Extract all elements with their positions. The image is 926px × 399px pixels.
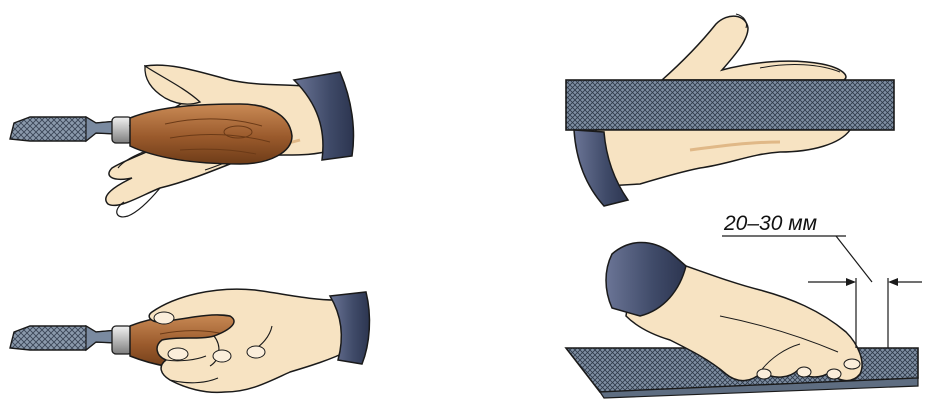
hand-palm bbox=[595, 130, 850, 186]
figure-top-right bbox=[566, 14, 894, 206]
file-handle bbox=[130, 104, 292, 164]
hand-gripping bbox=[149, 289, 350, 392]
file-ferrule bbox=[112, 117, 132, 143]
hand-fingers bbox=[662, 16, 846, 80]
file-body bbox=[566, 80, 894, 130]
figure-bottom-right: 20–30 мм bbox=[566, 212, 922, 398]
figure-top-left bbox=[10, 65, 354, 217]
figure-bottom-left bbox=[10, 289, 369, 392]
dimension-label: 20–30 мм bbox=[723, 212, 817, 235]
file-blade bbox=[10, 117, 118, 141]
file-blade bbox=[10, 326, 118, 350]
dimension-arrow-right bbox=[888, 278, 898, 286]
dimension-arrow-left bbox=[846, 278, 856, 286]
file-ferrule bbox=[112, 326, 132, 354]
